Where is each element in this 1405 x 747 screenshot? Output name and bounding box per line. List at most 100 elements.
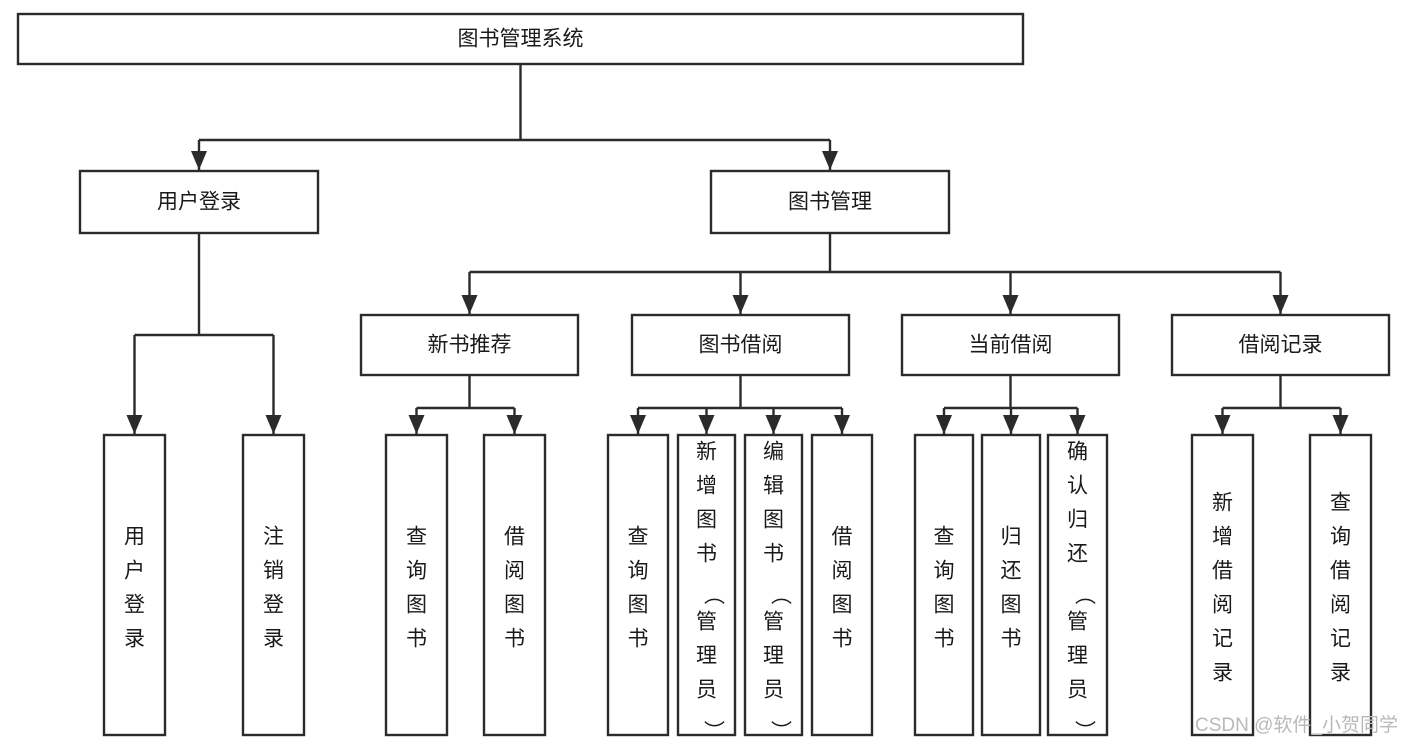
svg-text:（: （ [1073, 584, 1096, 605]
svg-text:新: 新 [696, 441, 717, 464]
arrow-head-icon [1002, 295, 1019, 314]
svg-text:图: 图 [1001, 594, 1022, 617]
svg-text:还: 还 [1067, 543, 1088, 566]
arrow-head-icon [834, 415, 850, 434]
svg-text:借: 借 [1330, 560, 1351, 583]
node-label-leaf-user-login: 用户登录 [124, 526, 145, 651]
node-box-leaf-borrow-book[interactable] [810, 433, 874, 737]
svg-text:销: 销 [263, 560, 284, 583]
node-box-leaf-add-book-admin[interactable] [676, 433, 737, 737]
svg-text:书: 书 [696, 543, 717, 566]
arrow-head-icon [822, 151, 838, 170]
svg-text:书: 书 [934, 628, 955, 651]
svg-text:编: 编 [763, 441, 784, 464]
arrow-head-icon [408, 415, 425, 434]
node-label-book-borrow: 图书借阅 [699, 334, 783, 357]
svg-text:查: 查 [628, 526, 649, 549]
node-box-leaf-borrow-book-recommend[interactable] [482, 433, 547, 737]
svg-text:图: 图 [406, 594, 427, 617]
svg-text:书: 书 [628, 628, 649, 651]
svg-text:增: 增 [696, 475, 717, 498]
svg-text:询: 询 [628, 560, 649, 583]
svg-text:新: 新 [1212, 492, 1233, 515]
arrow-head-icon [1332, 415, 1349, 434]
svg-text:借: 借 [504, 526, 525, 549]
watermark-label: CSDN @软件_小贺同学 [1195, 714, 1398, 736]
svg-text:户: 户 [124, 560, 145, 583]
arrow-head-icon [630, 415, 646, 434]
svg-text:理: 理 [696, 645, 717, 668]
svg-text:询: 询 [934, 560, 955, 583]
svg-text:图: 图 [696, 509, 717, 532]
arrow-head-icon [1214, 415, 1231, 434]
svg-text:阅: 阅 [832, 560, 853, 583]
node-box-borrow-record[interactable] [1170, 313, 1391, 377]
svg-text:图: 图 [832, 594, 853, 617]
svg-text:员: 员 [763, 679, 784, 702]
svg-text:登: 登 [124, 594, 145, 617]
svg-text:归: 归 [1001, 526, 1022, 549]
svg-text:查: 查 [1330, 492, 1351, 515]
arrow-head-icon [1272, 295, 1289, 314]
node-box-leaf-user-login[interactable] [102, 433, 167, 737]
node-box-leaf-return-book[interactable] [980, 433, 1042, 737]
node-box-leaf-add-borrow-record[interactable] [1190, 433, 1255, 737]
svg-text:记: 记 [1330, 628, 1351, 651]
node-box-new-book-recommend[interactable] [359, 313, 580, 377]
arrow-head-icon [506, 415, 523, 434]
svg-text:询: 询 [1330, 526, 1351, 549]
node-box-leaf-edit-book-admin[interactable] [743, 433, 804, 737]
svg-text:图: 图 [504, 594, 525, 617]
node-box-book-borrow[interactable] [630, 313, 851, 377]
svg-text:注: 注 [263, 526, 284, 549]
svg-text:）: ） [1073, 720, 1096, 741]
svg-text:书: 书 [763, 543, 784, 566]
node-box-leaf-query-book-current[interactable] [913, 433, 975, 737]
arrow-head-icon [1003, 415, 1019, 434]
node-box-leaf-query-book-borrow[interactable] [606, 433, 670, 737]
svg-text:录: 录 [1212, 662, 1233, 685]
svg-text:认: 认 [1067, 475, 1088, 498]
node-box-layer [16, 12, 1391, 737]
node-box-leaf-query-book-recommend[interactable] [384, 433, 449, 737]
svg-text:记: 记 [1212, 628, 1233, 651]
svg-text:书: 书 [1001, 628, 1022, 651]
node-box-leaf-logout-login[interactable] [241, 433, 306, 737]
svg-text:用: 用 [124, 526, 145, 549]
node-label-layer: 图书管理系统用户登录图书管理新书推荐图书借阅当前借阅借阅记录用户登录注销登录查询… [124, 28, 1351, 741]
node-box-current-borrow[interactable] [900, 313, 1121, 377]
arrow-head-icon [461, 295, 478, 314]
node-label-book-management: 图书管理 [788, 191, 872, 214]
svg-text:管: 管 [763, 611, 784, 634]
node-label-root: 图书管理系统 [458, 28, 584, 51]
svg-text:借: 借 [1212, 560, 1233, 583]
node-box-leaf-confirm-return-admin[interactable] [1046, 433, 1109, 737]
svg-text:确: 确 [1067, 441, 1088, 464]
svg-text:图: 图 [628, 594, 649, 617]
node-box-root[interactable] [16, 12, 1025, 66]
connector-layer [126, 64, 1349, 434]
svg-text:书: 书 [406, 628, 427, 651]
node-box-user-login[interactable] [78, 169, 320, 235]
svg-text:查: 查 [934, 526, 955, 549]
svg-text:登: 登 [263, 594, 284, 617]
arrow-head-icon [765, 415, 782, 434]
svg-text:录: 录 [124, 628, 145, 651]
svg-text:书: 书 [504, 628, 525, 651]
node-box-leaf-query-borrow-record[interactable] [1308, 433, 1373, 737]
arrow-head-icon [1069, 415, 1086, 434]
arrow-head-icon [126, 415, 143, 434]
node-label-user-login: 用户登录 [157, 191, 241, 214]
node-box-book-management[interactable] [709, 169, 951, 235]
